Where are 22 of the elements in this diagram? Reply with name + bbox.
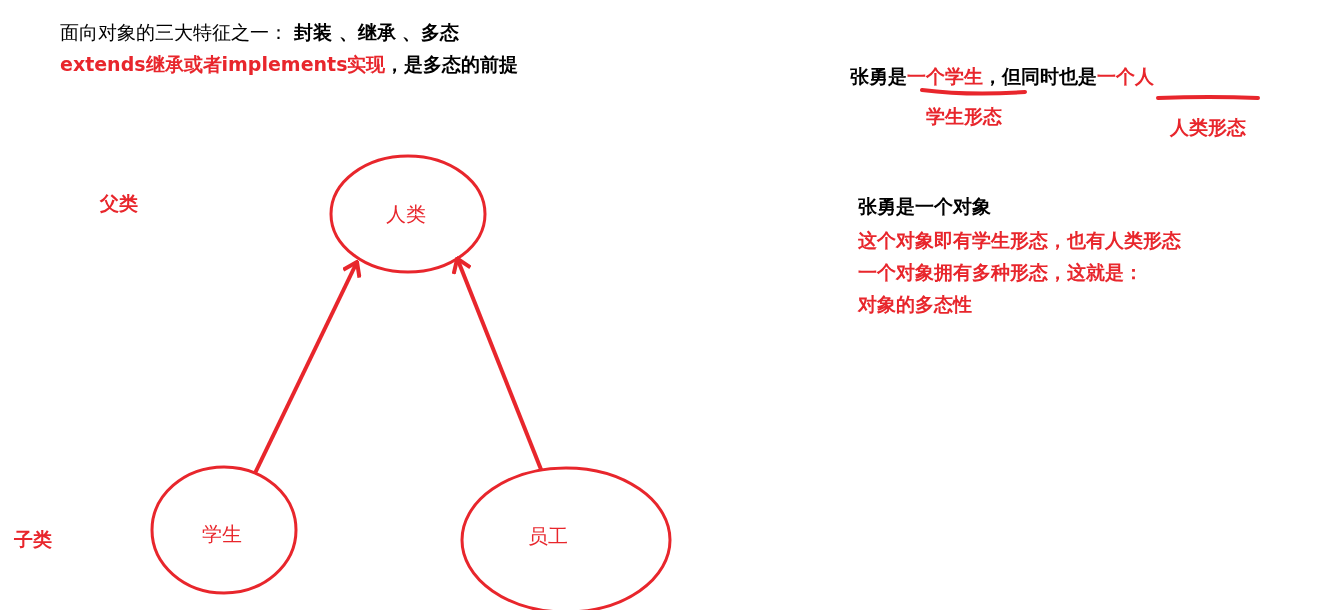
text-label: 一个学生 xyxy=(907,64,983,88)
text-label: 学生形态 xyxy=(926,104,1002,128)
text-label: 父类 xyxy=(100,191,138,215)
text-label: 张勇是一个对象 xyxy=(858,194,991,218)
ellipse-node xyxy=(329,154,487,274)
text-label: ，是多态的前提 xyxy=(385,52,519,76)
ellipse-node xyxy=(150,465,298,595)
text-label: 人类形态 xyxy=(1170,115,1246,139)
node-label: 学生 xyxy=(202,522,242,546)
text-label: 一个对象拥有多种形态，这就是： xyxy=(858,260,1143,284)
text-label: ，但同时也是 xyxy=(983,64,1097,88)
node-label: 员工 xyxy=(528,524,568,548)
text-label: 对象的多态性 xyxy=(858,292,972,316)
text-label: 一个人 xyxy=(1097,64,1154,88)
text-label: 这个对象即有学生形态，也有人类形态 xyxy=(858,228,1181,252)
arrow xyxy=(451,256,544,471)
text-label: 子类 xyxy=(14,527,52,551)
text-label: 面向对象的三大特征之一： 封装 、继承 、多态 xyxy=(60,20,460,44)
arrow xyxy=(253,260,362,474)
text-label: extends继承或者implements实现 xyxy=(60,52,386,76)
text-label: 张勇是 xyxy=(850,64,907,88)
node-label: 人类 xyxy=(386,202,426,226)
